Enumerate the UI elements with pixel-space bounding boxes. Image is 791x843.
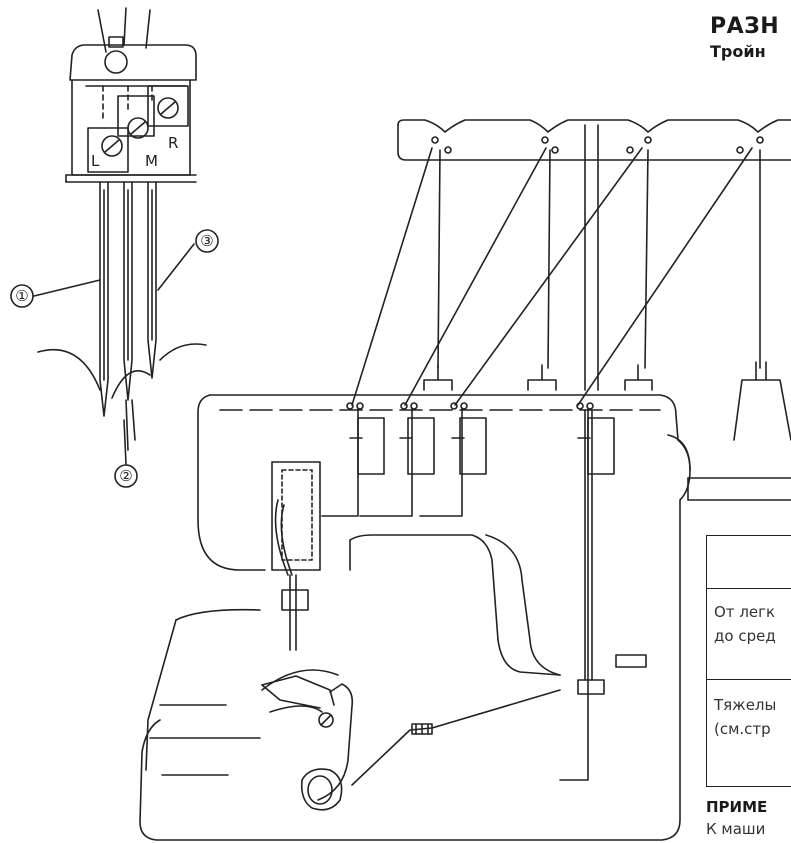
page-subheading: Тройн: [710, 42, 766, 61]
callout-2: ②: [119, 467, 132, 485]
note-text: К маши: [706, 820, 766, 838]
table-cell: до сред: [714, 627, 776, 645]
fabric-table: От легк до сред Тяжелы (см.стр: [706, 535, 791, 787]
thread-cone: [733, 379, 791, 441]
needle-clamp-detail: [10, 7, 219, 488]
table-cell: (см.стр: [714, 720, 771, 738]
overlock-machine-body: [139, 394, 691, 841]
note-title: ПРИМЕ: [706, 798, 768, 816]
spool-pins: [423, 361, 791, 501]
table-cell: От легк: [714, 603, 776, 621]
table-row: От легк до сред: [707, 588, 791, 645]
callout-1: ①: [15, 287, 28, 305]
table-row: Тяжелы (см.стр: [707, 679, 791, 738]
thread-stand: [351, 119, 791, 406]
callout-3: ③: [200, 232, 213, 250]
page-heading: РАЗН: [710, 14, 780, 39]
needle-label-m: M: [145, 152, 158, 170]
table-cell: Тяжелы: [714, 696, 777, 714]
needle-label-l: L: [91, 152, 100, 170]
needle-label-r: R: [168, 134, 178, 152]
